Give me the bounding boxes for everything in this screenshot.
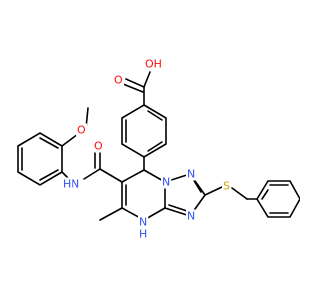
bond-carboxyl-c-oh	[143, 71, 151, 88]
methoxyphenyl-double-1	[39, 137, 59, 149]
atom-label-background	[186, 209, 197, 223]
atom-label-background	[113, 73, 124, 87]
atom-label-methoxy-o: O	[77, 124, 86, 137]
bond-ring-methoxy-o	[61, 133, 79, 147]
atom-label-ring-nh: N	[139, 216, 147, 229]
atom-label-background	[161, 175, 172, 189]
bond-n3-c3a-double	[168, 204, 188, 212]
atom-label-background	[144, 57, 163, 71]
benzyl-double-3	[261, 189, 269, 200]
methoxyphenyl-double-3	[39, 169, 59, 181]
benzoic-ring-double-2	[147, 141, 163, 152]
benzoic-ring	[121, 104, 167, 158]
atom-label-carboxyl-o: O	[114, 74, 123, 87]
atom-label-background	[186, 167, 197, 181]
bond-s-ch2	[231, 187, 248, 200]
atom-label-background	[138, 227, 149, 241]
bond-carboxyl-c-o	[125, 78, 145, 88]
bond-c2-s	[204, 186, 223, 196]
atom-label-ring-h: H	[139, 228, 147, 241]
bond-c5-methyl	[99, 207, 123, 221]
molecule-structure-diagram: OH O O O N H N N N N H S	[17, 57, 300, 241]
atom-label-ring-n-bridge: N	[162, 176, 170, 189]
atom-label-carboxyl-oh: OH	[145, 58, 162, 71]
benzoic-ring-double-1	[147, 110, 163, 121]
atom-label-amide-o: O	[94, 140, 103, 153]
bonds	[17, 71, 300, 221]
atom-label-ring-n-right: N	[187, 210, 195, 223]
atom-label-background	[76, 123, 87, 137]
atom-label-background	[93, 139, 104, 153]
bond-c6-c7	[121, 169, 145, 183]
bond-n3-c3a	[164, 207, 191, 217]
bond-c6-amide-c	[99, 168, 123, 183]
bond-n2-c2-double	[192, 178, 202, 193]
atom-label-background	[138, 215, 149, 229]
atom-label-amide-h: H	[63, 178, 71, 191]
atom-label-ring-n-top: N	[187, 168, 195, 181]
atom-label-background	[70, 177, 81, 191]
bond-carboxyl-c-o-double	[122, 83, 144, 93]
atom-label-background	[62, 177, 73, 191]
bond-amide-c-n	[83, 168, 101, 180]
benzyl-phenyl-ring	[256, 180, 300, 218]
atom-label-amide-n: N	[71, 178, 79, 191]
methoxyphenyl-ring	[17, 132, 63, 186]
atom-label-background	[222, 179, 231, 193]
atom-label-thioether-s: S	[223, 180, 230, 193]
atom-labels: OH O O O N H N N N N H S	[62, 57, 231, 241]
